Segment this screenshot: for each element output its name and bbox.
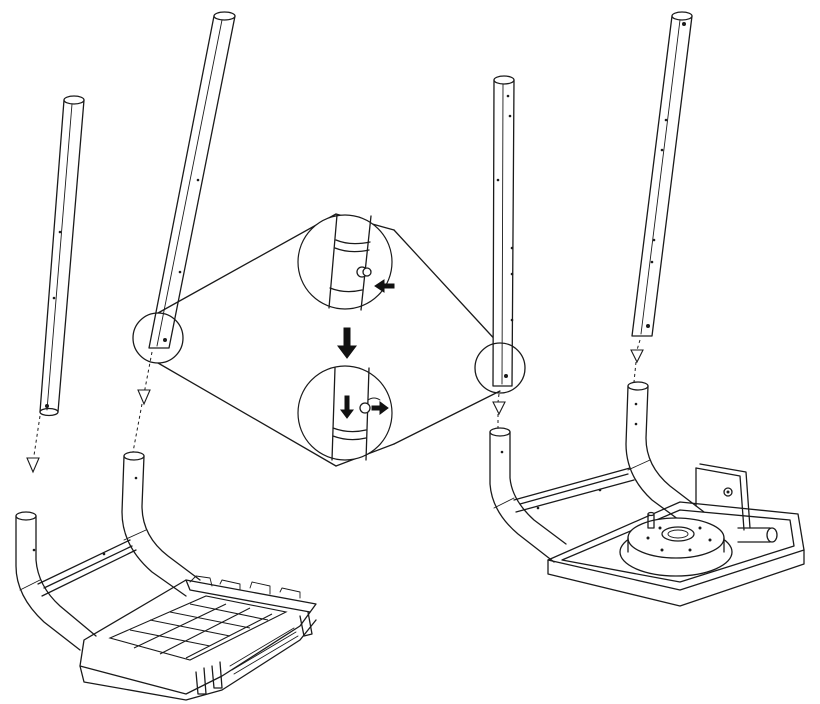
left-assembly bbox=[15, 11, 317, 701]
down-arrow-icon bbox=[337, 327, 357, 359]
detail-callout-ring-right bbox=[474, 342, 526, 394]
right-upright-tube-a bbox=[492, 75, 515, 387]
detail-step-1 bbox=[297, 214, 395, 311]
press-arrow-icon bbox=[374, 279, 395, 293]
slide-down-arrow-icon bbox=[340, 395, 354, 419]
left-u-frame bbox=[15, 451, 201, 651]
left-upright-tube-a bbox=[39, 95, 85, 417]
right-base-plate bbox=[547, 463, 805, 607]
pop-out-arrow-icon bbox=[371, 401, 389, 415]
insertion-guides-right bbox=[492, 339, 644, 428]
right-upright-tube-b bbox=[631, 11, 693, 337]
detail-inset bbox=[157, 213, 501, 467]
left-storage-tray bbox=[79, 575, 317, 701]
right-u-frame bbox=[489, 381, 705, 563]
detail-step-2 bbox=[297, 365, 393, 461]
right-assembly bbox=[474, 11, 805, 607]
left-upright-tube-b bbox=[148, 11, 236, 349]
insertion-guides-left bbox=[26, 351, 153, 474]
